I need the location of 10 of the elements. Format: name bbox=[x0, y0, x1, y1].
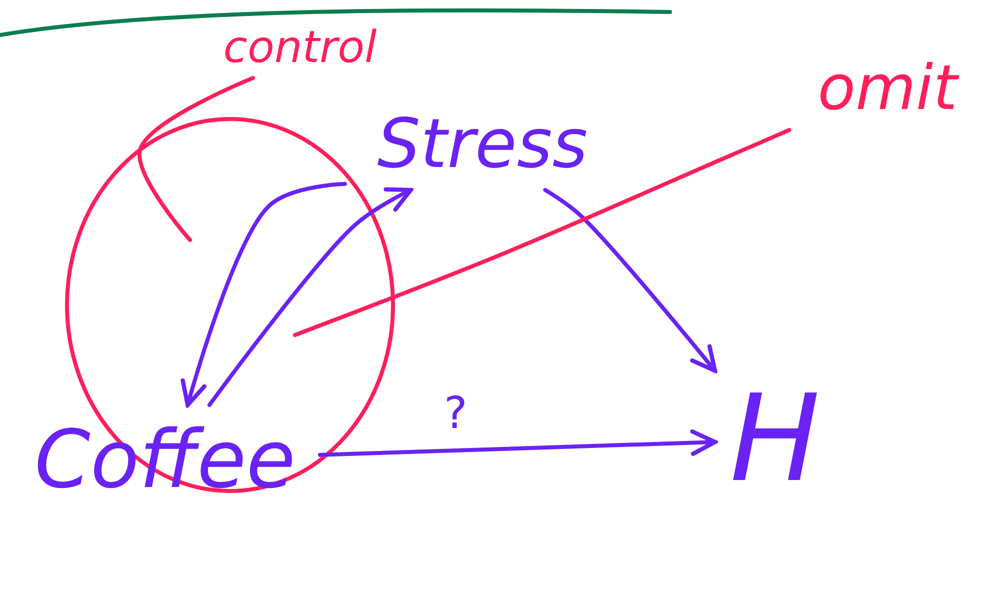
handwritten-label: omit bbox=[818, 56, 958, 118]
leader-line bbox=[293, 128, 792, 337]
handwritten-label: H bbox=[730, 380, 820, 500]
arrow bbox=[318, 429, 718, 457]
leader-line bbox=[138, 76, 255, 242]
arrow bbox=[207, 187, 413, 407]
handwritten-label: control bbox=[223, 26, 377, 70]
arrow bbox=[543, 188, 718, 373]
handwritten-label: Stress bbox=[377, 111, 588, 179]
arrow bbox=[180, 182, 347, 408]
